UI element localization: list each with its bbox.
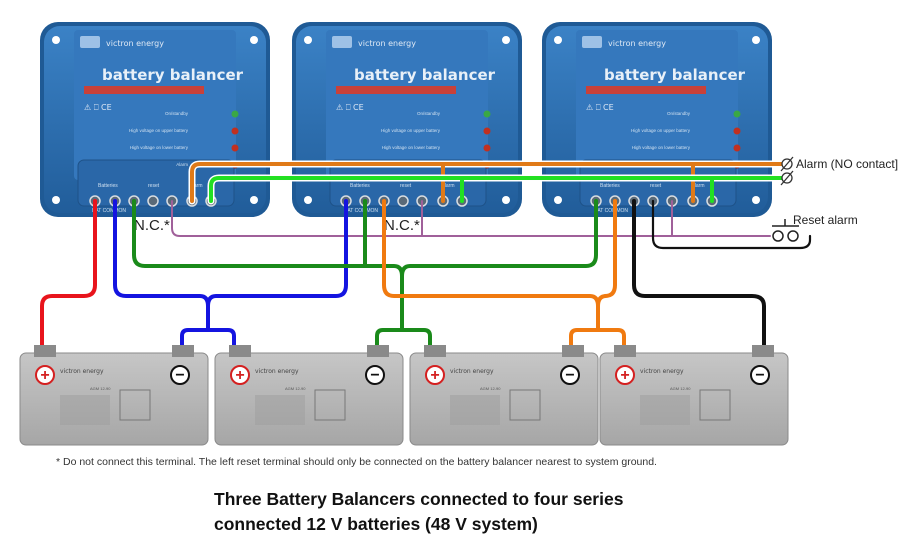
battery-2: + − victron energy AGM 12-90: [214, 345, 404, 446]
led-lower: [483, 144, 491, 152]
positive-terminal-icon: [425, 365, 445, 385]
battery-3: + − victron energy AGM 12-90: [409, 345, 599, 446]
led-label-standby: On/standby: [667, 111, 691, 116]
negative-terminal-icon: [750, 365, 770, 385]
led-lower: [231, 144, 239, 152]
battery-model: AGM 12-90: [480, 386, 501, 391]
positive-terminal-icon: [615, 365, 635, 385]
nc-label-2: N.C.*: [384, 217, 420, 234]
alarm-terminal-symbols: [780, 156, 794, 186]
led-standby: [231, 110, 239, 118]
cert-marks: ⚠ ⎕ CE: [84, 103, 112, 112]
balancer-2: victron energy battery balancer ⚠ ⎕ CE O…: [291, 21, 523, 218]
battery-4: + − victron energy AGM 12-90: [599, 345, 789, 446]
terminal-group-alarm: alarm: [190, 183, 203, 189]
terminal-group-batteries: Batteries: [98, 183, 118, 189]
reset-label: Reset alarm: [793, 213, 858, 227]
wire-red: [40, 199, 97, 352]
caption-line-1: Three Battery Balancers connected to fou…: [214, 489, 624, 509]
footnote: * Do not connect this terminal. The left…: [56, 456, 657, 468]
led-label-upper: High voltage on upper battery: [381, 128, 441, 133]
reset-wire-black: [651, 199, 812, 250]
battery-brand: victron energy: [450, 368, 494, 375]
led-label-lower: High voltage on lower battery: [382, 145, 441, 150]
led-label-upper: High voltage on upper battery: [631, 128, 691, 133]
led-label-standby: On/standby: [165, 111, 189, 116]
led-label-alarm: Alarm: [176, 162, 188, 167]
positive-terminal-icon: [35, 365, 55, 385]
negative-terminal-icon: [170, 365, 190, 385]
negative-sign: −: [370, 367, 379, 384]
balancer-title: battery balancer: [102, 66, 244, 84]
nc-label-1: N.C.*: [134, 217, 170, 234]
wire-black: [632, 199, 766, 352]
battery-model: AGM 12-90: [90, 386, 111, 391]
positive-sign: +: [430, 367, 439, 384]
battery-model: AGM 12-90: [285, 386, 306, 391]
terminal-label: BAT COMMON: [344, 208, 378, 214]
positive-sign: +: [620, 367, 629, 384]
terminal-group-batteries: Batteries: [600, 183, 620, 189]
led-label-lower: High voltage on lower battery: [632, 145, 691, 150]
cert-marks: ⚠ ⎕ CE: [336, 103, 364, 112]
positive-sign: +: [235, 367, 244, 384]
terminal-label: BAT COMMON: [594, 208, 628, 214]
led-label-upper: High voltage on upper battery: [129, 128, 189, 133]
battery-1: + − victron energy AGM 12-90: [19, 345, 209, 446]
terminal-group-reset: reset: [400, 183, 412, 189]
battery-brand: victron energy: [640, 368, 684, 375]
negative-terminal-icon: [560, 365, 580, 385]
negative-sign: −: [175, 367, 184, 384]
negative-sign: −: [755, 367, 764, 384]
led-standby: [483, 110, 491, 118]
negative-terminal-icon: [365, 365, 385, 385]
balancer-brand: victron energy: [608, 39, 666, 48]
balancer-3: victron energy battery balancer ⚠ ⎕ CE O…: [541, 21, 773, 218]
battery-model: AGM 12-90: [670, 386, 691, 391]
led-label-lower: High voltage on lower battery: [130, 145, 189, 150]
negative-sign: −: [565, 367, 574, 384]
led-upper: [483, 127, 491, 135]
alarm-label: Alarm (NO contact]: [796, 157, 898, 171]
led-upper: [231, 127, 239, 135]
balancer-title: battery balancer: [354, 66, 496, 84]
terminal-group-reset: reset: [148, 183, 160, 189]
terminal-label: BAT COMMON: [92, 208, 126, 214]
reset-button-symbol: [772, 219, 799, 242]
balancer-brand: victron energy: [106, 39, 164, 48]
terminal-group-batteries: Batteries: [350, 183, 370, 189]
led-label-standby: On/standby: [417, 111, 441, 116]
caption-line-2: connected 12 V batteries (48 V system): [214, 514, 538, 534]
balancer-1: victron energy battery balancer ⚠ ⎕ CE O…: [39, 21, 271, 218]
positive-terminal-icon: [230, 365, 250, 385]
positive-sign: +: [40, 367, 49, 384]
balancer-title: battery balancer: [604, 66, 746, 84]
terminal-group-alarm: alarm: [442, 183, 455, 189]
balancer-brand: victron energy: [358, 39, 416, 48]
cert-marks: ⚠ ⎕ CE: [586, 103, 614, 112]
terminal-group-alarm: alarm: [692, 183, 705, 189]
led-lower: [733, 144, 741, 152]
reset-wire-purple: [171, 200, 771, 237]
led-standby: [733, 110, 741, 118]
battery-brand: victron energy: [255, 368, 299, 375]
battery-brand: victron energy: [60, 368, 104, 375]
led-upper: [733, 127, 741, 135]
terminal-group-reset: reset: [650, 183, 662, 189]
